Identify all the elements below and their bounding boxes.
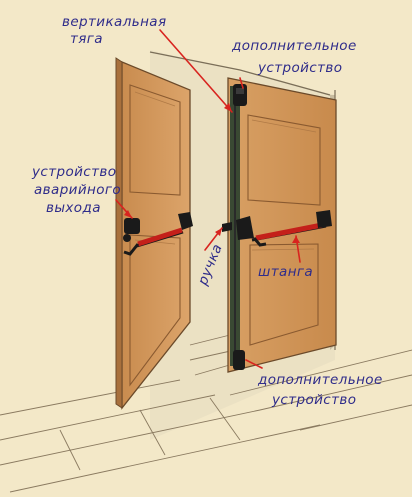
- bottom-extra-device: [233, 350, 245, 370]
- label-extra-device-bottom-2: устройство: [271, 392, 356, 408]
- label-bar: штанга: [258, 264, 313, 280]
- label-emergency-device-1: устройство: [31, 164, 116, 180]
- label-vertical-rod-1: вертикальная: [62, 14, 167, 30]
- top-extra-device: [233, 84, 247, 106]
- label-extra-device-bottom-1: дополнительное: [257, 372, 383, 388]
- label-emergency-device-2: аварийного: [34, 182, 121, 198]
- label-vertical-rod-2: тяга: [70, 31, 103, 47]
- label-extra-device-top-1: дополнительное: [231, 38, 357, 54]
- label-extra-device-top-2: устройство: [257, 60, 342, 76]
- label-emergency-device-3: выхода: [46, 200, 101, 216]
